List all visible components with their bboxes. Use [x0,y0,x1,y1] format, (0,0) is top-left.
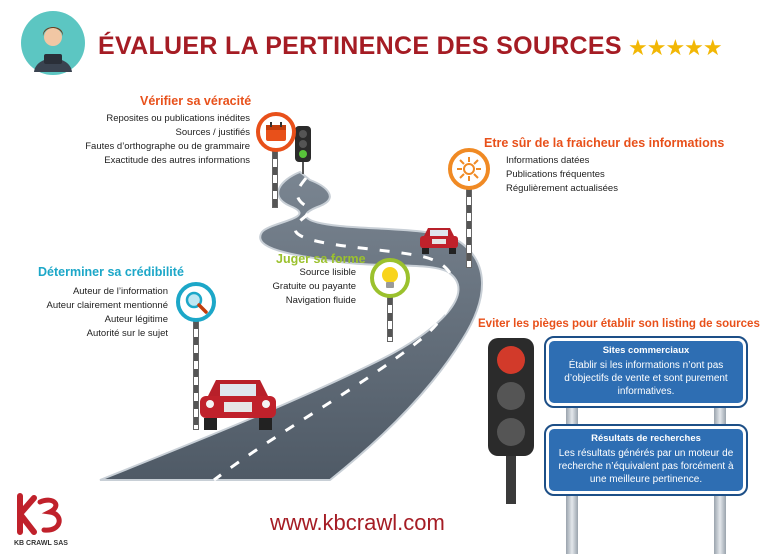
car-icon [420,228,458,254]
section-title-forme: Juger sa forme [276,252,366,266]
forme-list: Source lisible Gratuite ou payante Navig… [226,266,356,308]
rating-stars: ★★★★★ [628,35,723,60]
section-title-fraicheur: Etre sûr de la fraicheur des information… [484,136,725,150]
list-item: Auteur clairement mentionné [46,300,168,311]
sign-title: Sites commerciaux [602,345,690,356]
website-url[interactable]: www.kbcrawl.com [270,510,445,535]
sign-title: Résultats de recherches [591,433,701,444]
list-item: Gratuite ou payante [272,281,356,292]
sign-text: Les résultats générés par un moteur de r… [558,448,734,485]
brand-name: KB CRAWL SAS [14,540,68,547]
list-item: Informations datées [506,155,590,166]
sign-pole [272,150,278,208]
sign-text: Établir si les informations n’ont pas d’… [564,360,728,397]
section-title-credibilite: Déterminer sa crédibilité [38,265,184,279]
list-item: Auteur légitime [104,314,168,325]
sign-pole [466,188,472,268]
presenter-avatar-icon [21,11,85,75]
section-title-pieges: Eviter les pièges pour établir son listi… [478,318,760,330]
sun-icon [448,148,490,190]
credibilite-list: Auteur de l’information Auteur clairemen… [20,285,168,341]
list-item: Publications fréquentes [506,169,605,180]
section-title-veracite: Vérifier sa véracité [140,94,252,108]
sign-sites-commerciaux: Sites commerciaux Établir si les informa… [544,336,748,408]
list-item: Autorité sur le sujet [86,328,168,339]
traffic-light-icon [488,338,534,504]
car-icon [200,380,276,430]
lightbulb-icon [370,258,410,298]
calendar-icon [256,112,296,152]
page-title: ÉVALUER LA PERTINENCE DES SOURCES [98,32,622,60]
list-item: Reposites ou publications inédites [106,113,250,124]
sign-pole [387,296,393,342]
traffic-light-icon [295,126,311,174]
magnifier-icon [176,282,216,322]
list-item: Exactitude des autres informations [104,155,250,166]
fraicheur-list: Informations datées Publications fréquen… [506,154,618,196]
kb-logo [14,492,66,536]
list-item: Navigation fluide [285,295,356,306]
list-item: Régulièrement actualisées [506,183,618,194]
list-item: Fautes d’orthographe ou de grammaire [85,141,250,152]
list-item: Auteur de l’information [72,286,168,297]
list-item: Source lisible [299,267,357,278]
sign-resultats-recherches: Résultats de recherches Les résultats gé… [544,424,748,496]
list-item: Sources / justifiés [175,127,250,138]
veracite-list: Reposites ou publications inédites Sourc… [40,112,250,168]
